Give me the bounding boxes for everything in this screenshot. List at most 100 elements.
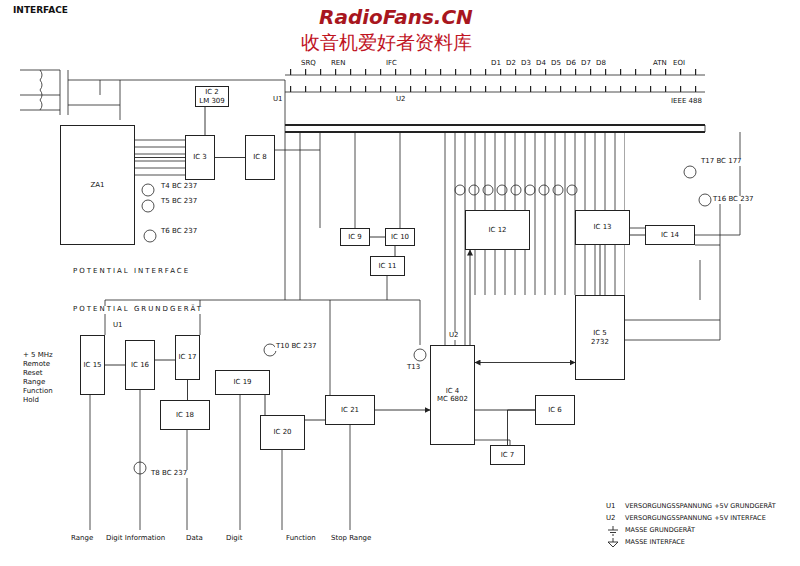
- wire-connector: [215, 157, 245, 158]
- signal-label: U1: [272, 96, 284, 104]
- signal-label: SRQ: [300, 60, 317, 68]
- signal-label: D8: [595, 60, 607, 68]
- signal-label: Stop Range: [330, 535, 372, 543]
- wire-connector: [105, 365, 125, 366]
- ic-label: IC 7: [501, 451, 515, 459]
- wire-connector: [155, 360, 175, 361]
- ic-box: IC 20: [260, 415, 305, 450]
- ic-box: IC 12: [465, 210, 530, 250]
- legend-text: VERSORGUNGSSPANNUNG +5V GRUNDGERÄT: [625, 503, 776, 510]
- wire-connector: [375, 410, 430, 411]
- watermark: RadioFans.CN: [318, 6, 474, 28]
- ic-box: IC 15: [80, 335, 105, 395]
- ic-box: ZA1: [60, 125, 135, 245]
- ic-label: IC 10: [391, 233, 409, 241]
- legend-text: MASSE INTERFACE: [625, 539, 685, 546]
- ic-box: IC 7: [490, 445, 525, 465]
- signal-label: T4 BC 237: [160, 183, 198, 191]
- signal-label: D3: [520, 60, 532, 68]
- bus-rail: [285, 75, 705, 92]
- ic-label: IC 9: [348, 233, 362, 241]
- supply-wire: [20, 70, 285, 300]
- watermark: 收音机爱好者资料库: [300, 32, 473, 53]
- ic-label: IC 8: [253, 153, 267, 161]
- signal-label: D4: [535, 60, 547, 68]
- signal-label: T8 BC 237: [150, 470, 188, 478]
- signal-label: U1: [605, 503, 617, 511]
- ic-label: 2732: [591, 338, 609, 346]
- signal-label: D7: [580, 60, 592, 68]
- signal-label: POTENTIAL INTERFACE: [72, 268, 191, 276]
- led-row: [455, 185, 577, 195]
- signal-label: Range: [70, 535, 94, 543]
- signal-label: T6 BC 237: [160, 228, 198, 236]
- ic-box: IC 18: [160, 400, 210, 430]
- heading-text: INTERFACE: [12, 6, 69, 16]
- ic-box: IC 8: [245, 135, 275, 180]
- signal-label: D5: [550, 60, 562, 68]
- ic-box: IC 9: [340, 228, 370, 246]
- signal-label: Function: [22, 388, 54, 396]
- ic-label: MC 6802: [437, 395, 468, 403]
- wire-connector: [508, 410, 536, 445]
- signal-label: U2: [448, 332, 460, 340]
- wire-connector: [187, 380, 188, 400]
- ic-label: IC 19: [233, 378, 251, 386]
- signal-label: Remote: [22, 361, 51, 369]
- signal-label: U2: [395, 96, 407, 104]
- ic-box: IC 10: [385, 228, 415, 246]
- signal-label: IFC: [385, 60, 398, 68]
- signal-label: ATN: [652, 60, 668, 68]
- ic-box: IC 17: [175, 335, 200, 380]
- ground-symbol: [608, 538, 618, 547]
- wire-connector: [470, 250, 471, 345]
- connector-pins: [290, 72, 700, 89]
- signal-label: Data: [185, 535, 204, 543]
- ic-label: IC 18: [176, 411, 194, 419]
- ic-label: IC 14: [661, 231, 679, 239]
- signal-label: Digit Information: [105, 535, 166, 543]
- ic-label: LM 309: [199, 97, 225, 105]
- ground-symbol: [608, 526, 618, 535]
- legend-text: MASSE GRUNDGERÄT: [625, 527, 695, 534]
- signal-label: T10 BC 237: [275, 343, 318, 351]
- signal-label: T16 BC 237: [712, 196, 755, 204]
- wire-connector: [395, 246, 396, 256]
- signal-label: Digit: [225, 535, 243, 543]
- ic-box: IC 13: [575, 210, 630, 245]
- wire-connector: [135, 157, 185, 158]
- transformer-coil: [40, 70, 42, 110]
- transistor-symbol: [134, 166, 711, 474]
- signal-label: Reset: [22, 370, 44, 378]
- wire-connector: [370, 237, 385, 238]
- ic-box: IC 2LM 309: [195, 86, 229, 107]
- signal-label: IEEE 488: [670, 98, 703, 106]
- ic-label: IC 12: [488, 226, 506, 234]
- signal-label: Range: [22, 379, 46, 387]
- signal-label: D6: [565, 60, 577, 68]
- wire-connector: [265, 395, 266, 415]
- signal-label: T17 BC 177: [700, 158, 743, 166]
- signal-label: T13: [406, 364, 421, 372]
- signal-label: REN: [330, 60, 347, 68]
- ic-label: IC 2: [205, 88, 219, 96]
- ic-label: IC 3: [193, 153, 207, 161]
- ground-symbol: [606, 538, 620, 548]
- signal-label: D2: [505, 60, 517, 68]
- wire-connector: [630, 235, 645, 236]
- signal-label: U1: [112, 322, 124, 330]
- ic-box: IC 3: [185, 135, 215, 180]
- ic-label: IC 20: [273, 428, 291, 436]
- ic-label: IC 15: [83, 361, 101, 369]
- wire-connector: [305, 420, 325, 421]
- bus-taps: [440, 295, 470, 345]
- signal-label: U2: [605, 515, 617, 523]
- ic-label: IC 5: [593, 329, 607, 337]
- ic-box: IC 19: [215, 370, 270, 395]
- signal-label: EOI: [672, 60, 686, 68]
- ic-box: IC 16: [125, 340, 155, 390]
- ic-label: IC 4: [446, 387, 460, 395]
- signal-label: Function: [285, 535, 317, 543]
